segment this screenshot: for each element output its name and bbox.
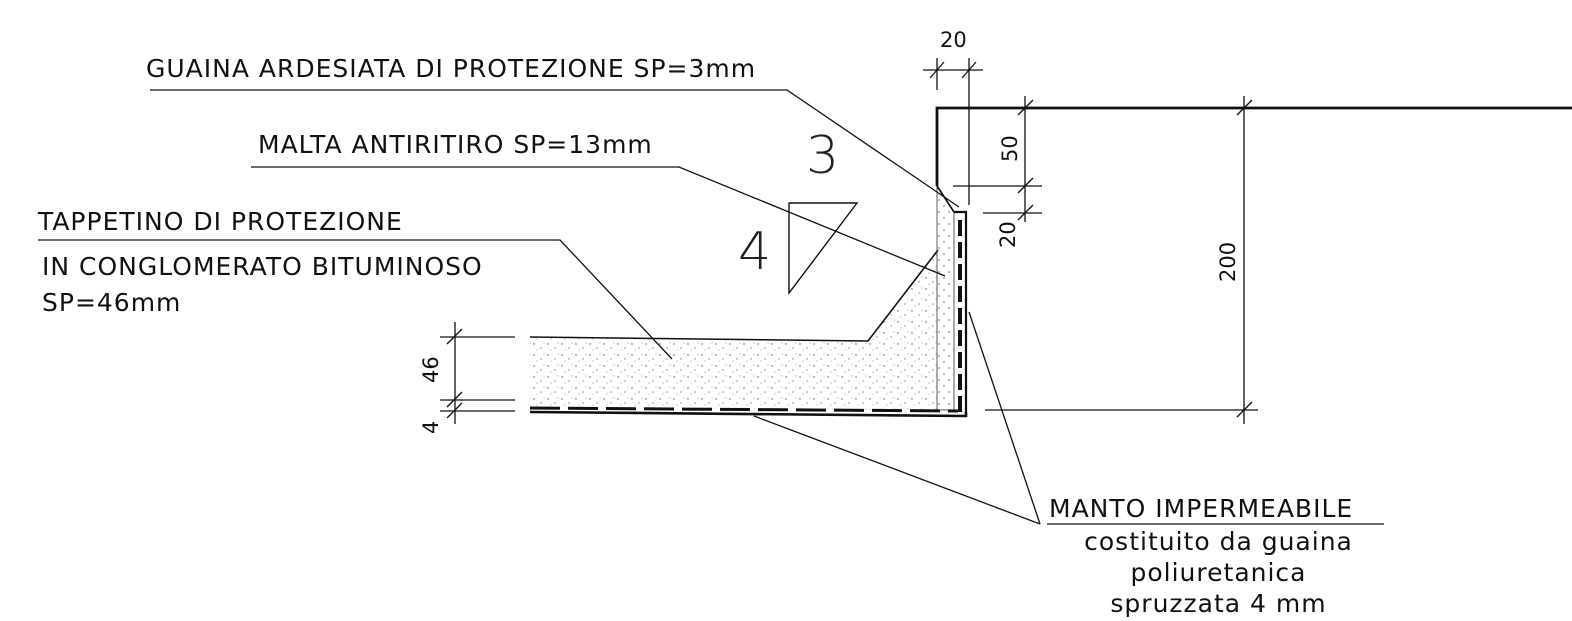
slope-rise: 3 [806, 126, 840, 186]
dim-top-value: 20 [940, 28, 967, 52]
dim-total [985, 96, 1258, 424]
label-membrane-line3: spruzzata 4 mm [1110, 589, 1327, 618]
label-mat-line2: IN CONGLOMERATO BITUMINOSO [42, 252, 483, 281]
bituminous-mat [530, 250, 938, 410]
label-slate-sheath: GUAINA ARDESIATA DI PROTEZIONE SP=3mm [146, 54, 757, 83]
dim-membrane-value: 4 [419, 420, 443, 434]
label-mortar: MALTA ANTIRITIRO SP=13mm [258, 130, 653, 159]
label-membrane-line2: poliuretanica [1130, 558, 1307, 587]
label-mat-line1: TAPPETINO DI PROTEZIONE [38, 207, 403, 236]
kerb-slope [936, 185, 955, 213]
label-mat-line3: SP=46mm [42, 288, 182, 317]
slope-triangle [788, 202, 859, 296]
kerb-outline [935, 106, 1572, 186]
mat-top-edge [529, 249, 939, 342]
dim-top [923, 58, 983, 205]
mortar-layer [936, 183, 955, 411]
dim-upper-value: 50 [998, 135, 1022, 162]
membrane-outer [529, 410, 968, 418]
dim-left [440, 322, 515, 424]
dim-total-value: 200 [1216, 241, 1240, 282]
leaders [38, 89, 1384, 525]
slope-run: 4 [738, 222, 772, 282]
label-membrane-line1: costituito da guaina [1084, 527, 1353, 556]
membrane-dashes [529, 406, 959, 413]
dim-lower-value: 20 [996, 221, 1020, 248]
dim-layer-value: 46 [419, 356, 443, 383]
dim-right [953, 96, 1042, 222]
label-membrane-title: MANTO IMPERMEABILE [1049, 494, 1354, 523]
slate-sheath [954, 210, 968, 412]
